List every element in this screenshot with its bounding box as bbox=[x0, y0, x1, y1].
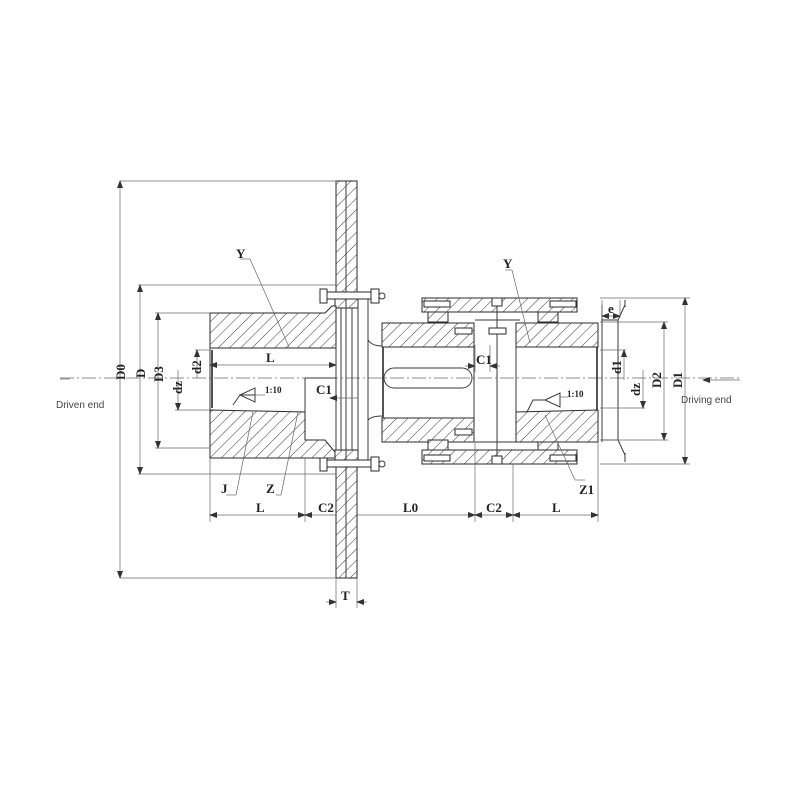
leader-y-left bbox=[240, 258, 290, 348]
driven-end-label: Driven end bbox=[56, 400, 104, 411]
label-Z1: Z1 bbox=[579, 482, 594, 497]
dim-dz-left: dz bbox=[170, 381, 185, 394]
brake-disc bbox=[334, 180, 359, 579]
dim-D: D bbox=[133, 369, 148, 378]
keyway bbox=[383, 367, 473, 389]
sleeve-bolts bbox=[423, 297, 577, 465]
leader-z bbox=[276, 411, 299, 496]
leader-y-right bbox=[505, 269, 531, 344]
driving-end-label: Driving end bbox=[681, 395, 732, 406]
dim-L0: L0 bbox=[403, 500, 418, 515]
dim-d1: d1 bbox=[609, 360, 624, 374]
dim-D3: D3 bbox=[151, 366, 166, 382]
leader-z1 bbox=[544, 414, 585, 481]
dim-dz-right: dz bbox=[628, 383, 643, 396]
dim-e: e bbox=[608, 301, 614, 316]
left-hub bbox=[209, 305, 337, 459]
disc-bolt-top bbox=[319, 288, 386, 304]
dim-C1-right: C1 bbox=[476, 352, 492, 367]
dim-L-top: L bbox=[266, 350, 275, 365]
dim-L-left: L bbox=[256, 500, 265, 515]
dim-D2: D2 bbox=[649, 372, 664, 388]
disc-hub-ring bbox=[335, 298, 369, 462]
dim-C2-left: C2 bbox=[318, 500, 334, 515]
driving-flange bbox=[601, 300, 626, 462]
dim-D1: D1 bbox=[670, 372, 685, 388]
taper-left-marker bbox=[232, 387, 265, 406]
label-Z: Z bbox=[266, 481, 275, 496]
taper-right-label: 1:10 bbox=[567, 389, 584, 399]
dim-d2: d2 bbox=[189, 360, 204, 374]
c1-right-dimension bbox=[465, 345, 500, 372]
leader-j bbox=[226, 411, 254, 496]
dim-C2-right: C2 bbox=[486, 500, 502, 515]
dim-T: T bbox=[341, 588, 350, 603]
outer-sleeve bbox=[421, 297, 578, 465]
label-J: J bbox=[221, 481, 228, 496]
dim-C1-left: C1 bbox=[316, 382, 332, 397]
right-vertical-dimensions bbox=[600, 297, 690, 465]
dim-D0: D0 bbox=[113, 364, 128, 380]
bottom-dimensions bbox=[209, 442, 599, 522]
label-Y-left: Y bbox=[236, 246, 246, 261]
right-shaft-hub bbox=[367, 322, 475, 443]
dim-L-right: L bbox=[552, 500, 561, 515]
label-Y-right: Y bbox=[503, 256, 513, 271]
thickness-dimension bbox=[326, 578, 367, 608]
right-hub bbox=[515, 322, 599, 443]
left-vertical-dimensions bbox=[117, 180, 336, 579]
taper-left-label: 1:10 bbox=[265, 385, 282, 395]
taper-right-marker bbox=[526, 392, 568, 413]
